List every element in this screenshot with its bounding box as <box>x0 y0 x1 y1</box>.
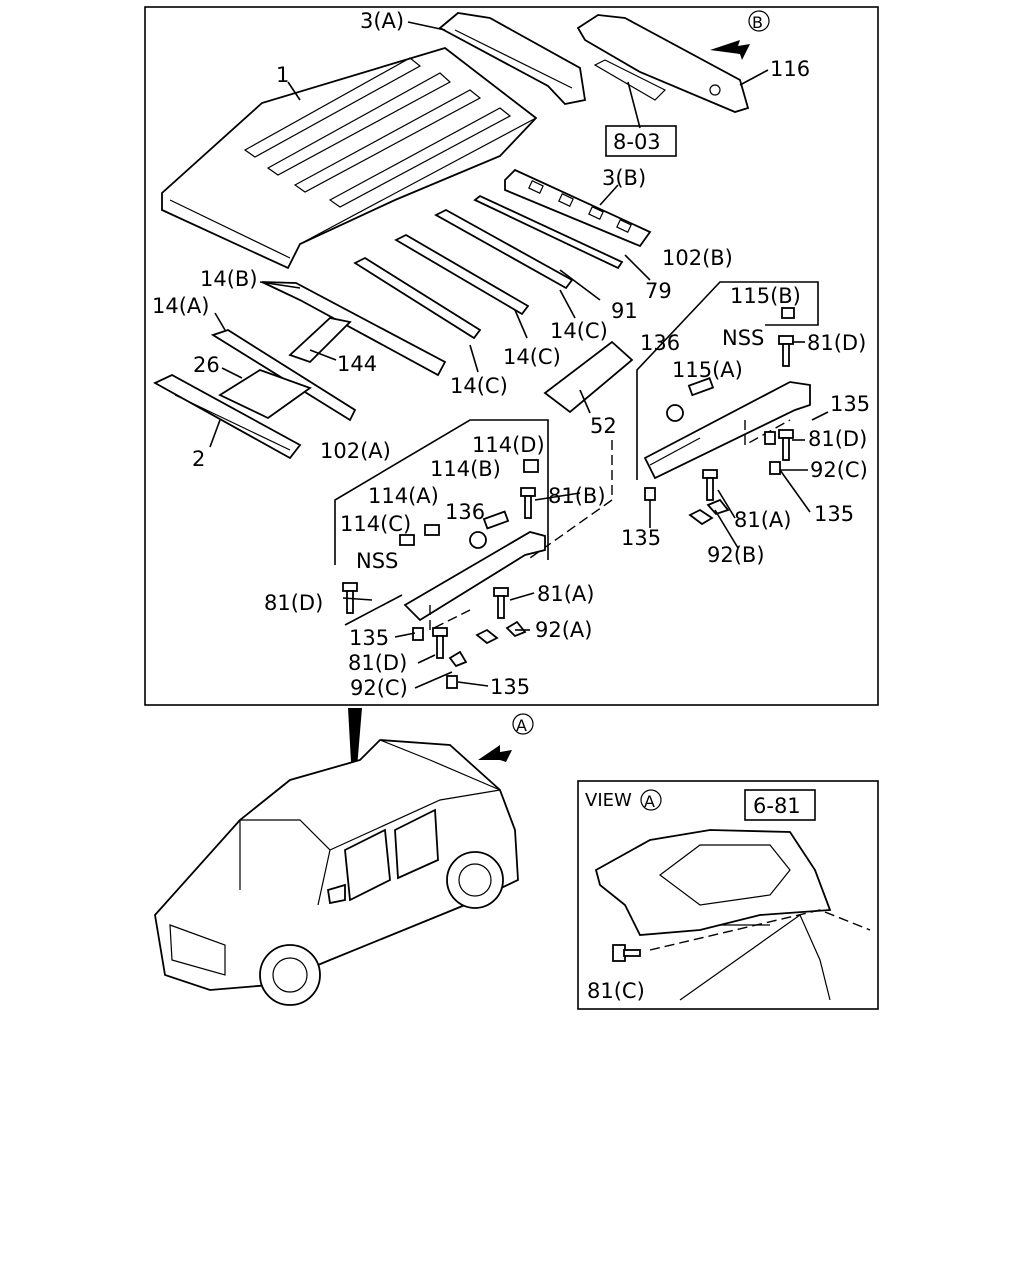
callout-102b: 102(B) <box>662 246 733 270</box>
callout-115b: 115(B) <box>730 284 801 308</box>
callout-81d-1: 81(D) <box>807 331 866 355</box>
fasteners <box>342 307 795 689</box>
view-marker-b: B <box>710 10 770 60</box>
callout-6-81: 6-81 <box>753 794 801 818</box>
callout-136-1: 136 <box>640 331 680 355</box>
callout-2: 2 <box>192 447 205 471</box>
callout-135-4: 135 <box>349 626 389 650</box>
assembly-102a-outline <box>334 419 549 565</box>
assembly-102b-outline <box>636 281 819 480</box>
callout-79: 79 <box>645 279 672 303</box>
callout-81a-1: 81(A) <box>734 508 791 532</box>
callout-3b: 3(B) <box>602 166 646 190</box>
arrow-icon-2 <box>478 745 512 762</box>
callout-135-1: 135 <box>830 392 870 416</box>
vehicle-illustration <box>154 739 519 1006</box>
callout-114c: 114(C) <box>340 512 411 536</box>
roof-braces <box>153 317 352 460</box>
callout-81d-4: 81(D) <box>348 651 407 675</box>
callout-1: 1 <box>276 63 289 87</box>
callout-52: 52 <box>590 414 617 438</box>
callout-81d-2: 81(D) <box>808 427 867 451</box>
callout-92b: 92(B) <box>707 543 765 567</box>
callout-115a: 115(A) <box>672 358 743 382</box>
leader-lines <box>209 21 829 689</box>
view-a-header: VIEW A <box>585 789 662 811</box>
ref-box-8-03 <box>605 125 677 157</box>
callout-91: 91 <box>611 299 638 323</box>
bracket-52 <box>543 340 634 414</box>
callout-81d-3: 81(D) <box>264 591 323 615</box>
callout-14c-2: 14(C) <box>503 345 561 369</box>
callout-81c: 81(C) <box>587 979 645 1003</box>
callout-81a-2: 81(A) <box>537 582 594 606</box>
callout-labels: 3(A) 116 1 8-03 3(B) 102(B) 14(B) 14(A) … <box>152 9 870 1003</box>
callout-102a: 102(A) <box>320 439 391 463</box>
view-a-letter: A <box>644 792 655 811</box>
main-diagram-frame <box>144 6 879 706</box>
callout-114a: 114(A) <box>368 484 439 508</box>
view-a-drawing <box>594 829 871 1001</box>
rear-roof-bow <box>504 168 652 248</box>
svg-text:B: B <box>752 13 763 32</box>
callout-116: 116 <box>770 57 810 81</box>
callout-136-2: 136 <box>445 500 485 524</box>
callout-114d: 114(D) <box>472 433 545 457</box>
callout-nss-1: NSS <box>722 326 764 350</box>
callout-135-3: 135 <box>621 526 661 550</box>
callout-92c-1: 92(C) <box>810 458 868 482</box>
callout-92c-2: 92(C) <box>350 676 408 700</box>
callout-14b: 14(B) <box>200 267 258 291</box>
callout-81b: 81(B) <box>548 484 606 508</box>
callout-14c-1: 14(C) <box>550 319 608 343</box>
ref-box-6-81 <box>744 789 816 821</box>
callout-3a: 3(A) <box>360 9 404 33</box>
callout-135-5: 135 <box>490 675 530 699</box>
callout-14c-3: 14(C) <box>450 374 508 398</box>
rear-header <box>576 14 750 113</box>
view-marker-a: A <box>478 713 534 762</box>
roof-front-header <box>438 12 587 105</box>
roof-rail-left <box>403 531 546 632</box>
callout-8-03: 8-03 <box>613 130 661 154</box>
callout-14a: 14(A) <box>152 294 209 318</box>
callout-92a: 92(A) <box>535 618 592 642</box>
callout-144: 144 <box>337 352 377 376</box>
callout-26: 26 <box>193 353 220 377</box>
roof-panel <box>161 47 538 270</box>
callout-nss-2: NSS <box>356 549 398 573</box>
view-a-inset-frame <box>577 780 879 1010</box>
svg-text:A: A <box>516 716 527 735</box>
roof-rail-right <box>643 381 811 480</box>
arrow-icon <box>710 40 750 60</box>
callout-135-2: 135 <box>814 502 854 526</box>
view-a-label: VIEW <box>585 790 632 811</box>
callout-114b: 114(B) <box>430 457 501 481</box>
